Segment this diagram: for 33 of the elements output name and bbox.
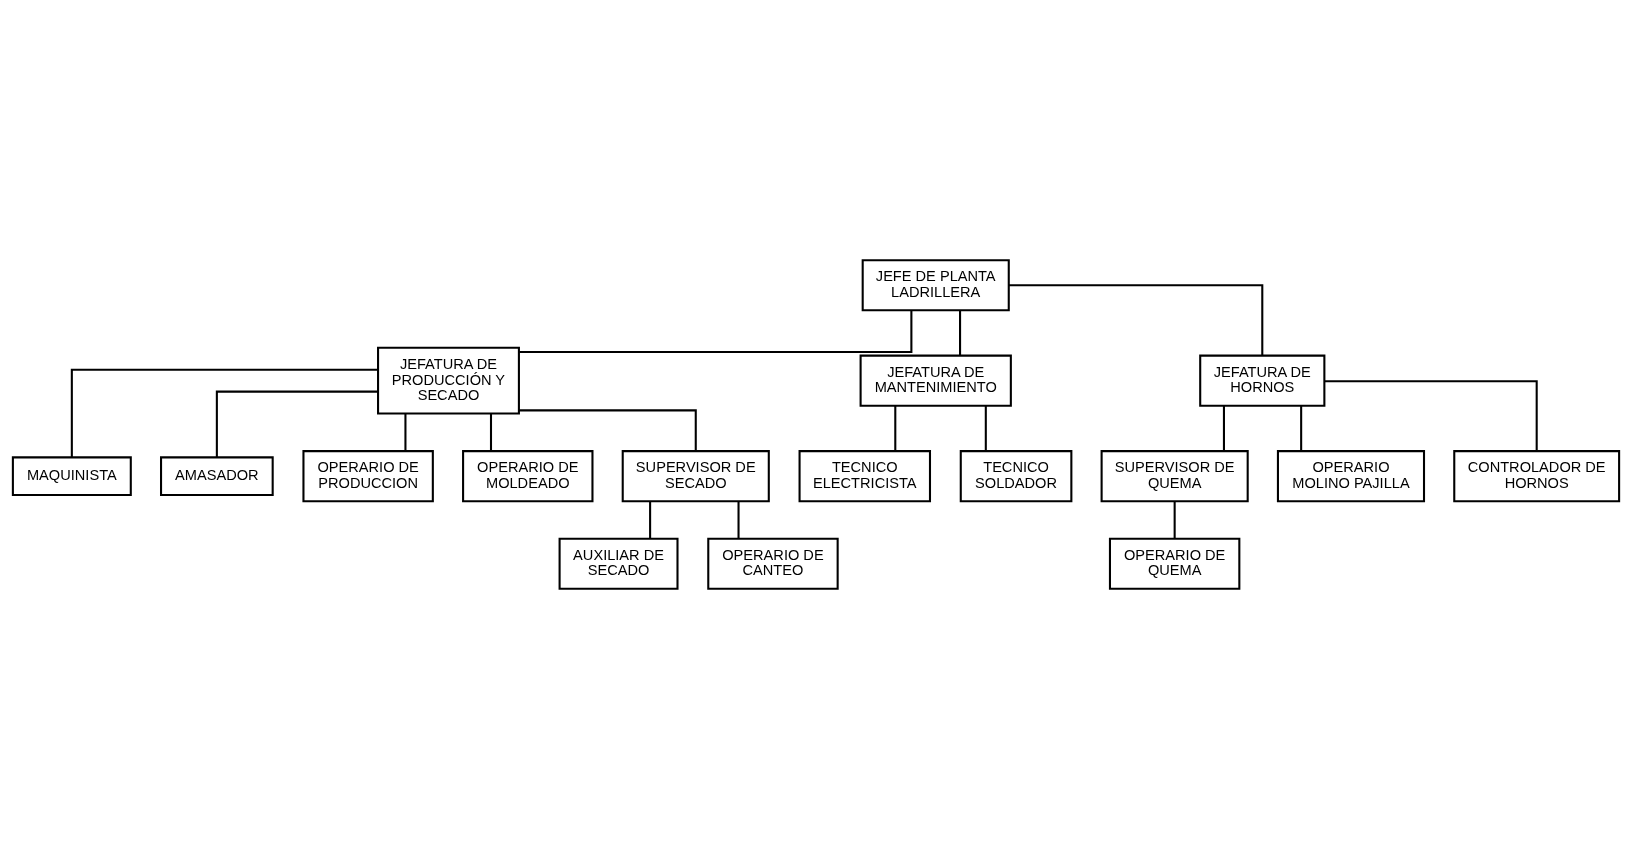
connector (1324, 380, 1538, 451)
connector (519, 409, 697, 451)
node-box: JEFATURA DE MANTENIMIENTO (859, 354, 1012, 407)
node-box: OPERARIO DE MOLDEADO (462, 450, 594, 503)
node-box: OPERARIO DE PRODUCCION (302, 450, 434, 503)
connector (1300, 405, 1303, 451)
connector (959, 310, 962, 356)
node-box: CONTROLADOR DE HORNOS (1453, 450, 1621, 503)
connector (215, 390, 379, 457)
node-box: AMASADOR (160, 456, 274, 496)
node-box: TECNICO SOLDADOR (959, 450, 1073, 503)
node-box: AUXILIAR DE SECADO (558, 537, 679, 590)
node-box: JEFATURA DE PRODUCCIÓN Y SECADO (377, 346, 520, 415)
connector (649, 501, 652, 539)
connector (984, 405, 987, 451)
node-box: OPERARIO DE QUEMA (1108, 537, 1241, 590)
connector (70, 368, 378, 458)
connector (1222, 405, 1225, 451)
connector (737, 501, 740, 539)
node-box: JEFE DE PLANTA LADRILLERA (861, 259, 1010, 312)
node-box: SUPERVISOR DE SECADO (621, 450, 770, 503)
node-box: OPERARIO MOLINO PAJILLA (1276, 450, 1426, 503)
node-box: OPERARIO DE CANTEO (707, 537, 839, 590)
node-box: MAQUINISTA (11, 456, 132, 496)
node-box: SUPERVISOR DE QUEMA (1100, 450, 1249, 503)
connector (404, 413, 407, 451)
connector (1173, 501, 1176, 539)
connector (489, 413, 493, 451)
connector (1009, 284, 1264, 356)
connector (894, 405, 897, 451)
node-box: JEFATURA DE HORNOS (1199, 354, 1326, 407)
connector (519, 310, 913, 354)
node-box: TECNICO ELECTRICISTA (798, 450, 932, 503)
